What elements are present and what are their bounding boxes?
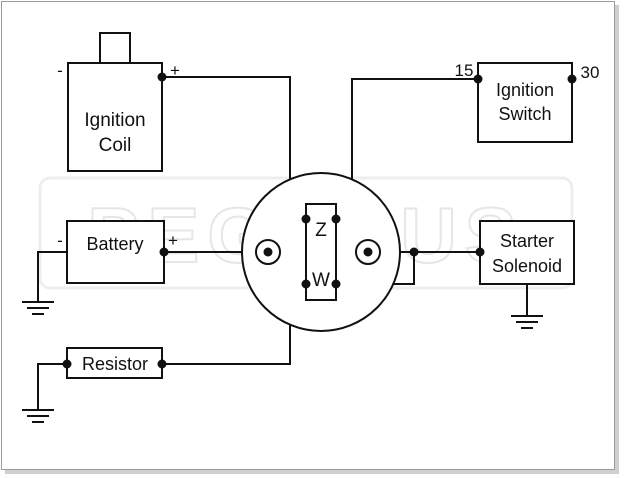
dot-w-right <box>331 279 341 289</box>
battery: Battery - + <box>57 220 178 284</box>
ignition-coil: Ignition Coil - + <box>57 32 180 172</box>
dot-left-pivot <box>263 247 273 257</box>
starter-solenoid-label-line2: Solenoid <box>492 256 562 276</box>
dot-z-left <box>301 214 311 224</box>
ground-icon <box>22 301 54 315</box>
battery-negative-terminal: - <box>57 231 63 250</box>
terminal-15-label: 15 <box>455 61 474 80</box>
terminal-w-label: W <box>312 270 330 291</box>
coil-tower <box>99 32 131 64</box>
wire-resistor-ground <box>37 363 67 410</box>
starter-solenoid-label-line1: Starter <box>500 231 554 251</box>
ground-icon <box>511 315 543 329</box>
dot-switch-30 <box>567 74 577 84</box>
ignition-switch-label-line2: Switch <box>498 104 551 124</box>
ignition-switch-box <box>477 62 573 143</box>
ignition-switch-label-line1: Ignition <box>496 80 554 100</box>
coil-label-line2: Coil <box>99 135 132 156</box>
switch-terminal-block <box>305 203 337 301</box>
coil-positive-terminal: + <box>170 61 180 80</box>
dot-junction <box>409 247 419 257</box>
coil-label-line1: Ignition <box>84 110 145 131</box>
resistor-label: Resistor <box>82 354 148 374</box>
dot-starter-input <box>475 247 485 257</box>
wire-battery-ground <box>37 251 67 302</box>
dot-z-right <box>331 214 341 224</box>
starter-solenoid: Starter Solenoid <box>479 220 575 285</box>
ground-icon <box>22 409 54 423</box>
resistor: Resistor <box>66 347 163 379</box>
dot-resistor-right <box>157 359 167 369</box>
dot-switch-15 <box>473 74 483 84</box>
ground-symbols <box>22 301 543 423</box>
coil-box <box>67 62 163 172</box>
dot-coil-positive <box>157 72 167 82</box>
battery-box <box>66 220 165 284</box>
battery-positive-terminal: + <box>168 231 178 250</box>
dot-resistor-left <box>62 359 72 369</box>
dot-w-left <box>301 279 311 289</box>
connection-dots <box>62 72 577 369</box>
terminal-30-label: 30 <box>581 63 600 82</box>
dot-right-pivot <box>363 247 373 257</box>
coil-negative-terminal: - <box>57 61 63 80</box>
dot-battery-positive <box>159 247 169 257</box>
resistor-box <box>66 347 163 379</box>
terminal-z-label: Z <box>315 220 327 241</box>
battery-label: Battery <box>86 234 143 254</box>
ignition-switch: Ignition Switch 15 30 <box>455 61 600 143</box>
starter-solenoid-box <box>479 220 575 285</box>
